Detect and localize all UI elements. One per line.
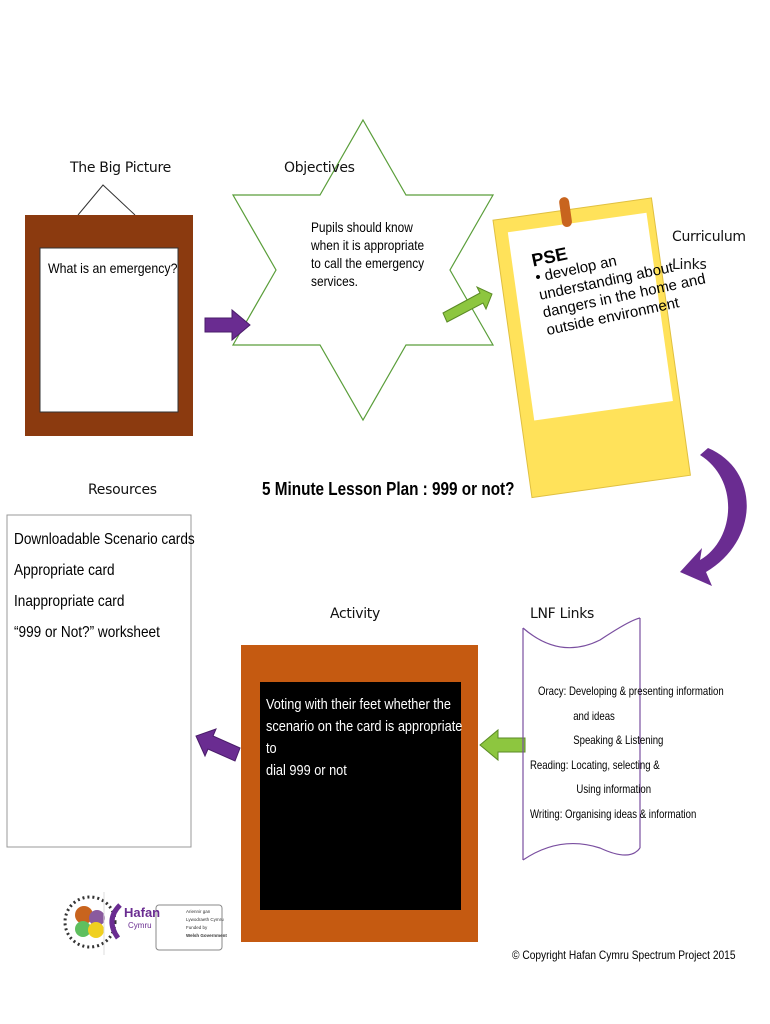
curriculum-note [492, 197, 691, 499]
welsh-gov-line: Ariennir gan [186, 909, 211, 914]
hafan-logo-text: Hafan [124, 905, 161, 920]
objective-line: services. [311, 273, 358, 289]
activity-heading: Activity [330, 606, 380, 622]
big-picture-heading: The Big Picture [70, 160, 171, 176]
cymru-logo-text: Cymru [128, 921, 152, 930]
lnf-scroll [522, 617, 641, 861]
pin-icon [559, 197, 572, 227]
big-picture-canvas [39, 247, 179, 413]
lnf-line: Using information [576, 782, 652, 797]
activity-text: Voting with their feet whether the scena… [266, 694, 470, 782]
spectrum-logo [63, 895, 117, 949]
welsh-gov-text: Ariennir gan Lywodraeth Cymru Funded by … [186, 908, 227, 940]
resource-item[interactable]: “999 or Not?” worksheet [14, 624, 160, 641]
welsh-gov-line: Lywodraeth Cymru [186, 917, 224, 922]
resources-list: Downloadable Scenario cards Appropriate … [14, 524, 195, 648]
hafan-logo-mark [109, 903, 122, 940]
curriculum-heading: Curriculum Links [672, 223, 746, 279]
arrow-right-icon [204, 308, 251, 342]
lnf-text: Oracy: Developing & presenting informati… [530, 679, 724, 827]
curriculum-heading-line: Links [672, 257, 707, 273]
big-picture-text: What is an emergency? [48, 260, 178, 276]
arrow-left-icon [479, 728, 526, 762]
lnf-line: Writing: Organising ideas & information [530, 806, 697, 821]
resource-item[interactable]: Downloadable Scenario cards [14, 531, 195, 548]
frame-hanger [77, 184, 136, 216]
welsh-gov-logo [155, 904, 223, 951]
activity-line: Voting with their feet whether the [266, 696, 451, 713]
objectives-text: Pupils should know when it is appropriat… [311, 218, 439, 290]
page-title: 5 Minute Lesson Plan : 999 or not? [262, 479, 515, 499]
lnf-line: Oracy: Developing & presenting informati… [538, 684, 724, 698]
resources-heading: Resources [88, 482, 157, 498]
lnf-heading: LNF Links [530, 606, 595, 622]
activity-line: scenario on the card is appropriate to [266, 718, 463, 757]
resource-item[interactable]: Inappropriate card [14, 593, 125, 610]
welsh-gov-line: Funded by [186, 925, 208, 930]
copyright: © Copyright Hafan Cymru Spectrum Project… [512, 948, 736, 962]
lnf-line: Reading: Locating, selecting & [530, 757, 660, 772]
welsh-gov-line: Welsh Government [186, 933, 227, 938]
lnf-line: Speaking & Listening [573, 733, 664, 748]
resources-box [6, 514, 192, 848]
objectives-heading: Objectives [284, 160, 355, 176]
activity-board [260, 682, 461, 910]
arrow-right-icon [442, 285, 493, 323]
objective-line: Pupils should know [311, 219, 413, 235]
resource-item[interactable]: Appropriate card [14, 562, 115, 579]
lnf-line: and ideas [573, 708, 615, 723]
objective-line: to call the emergency [311, 255, 425, 271]
arrow-left-icon [195, 728, 241, 762]
curriculum-heading-line: Curriculum [672, 229, 746, 245]
activity-line: dial 999 or not [266, 762, 347, 779]
arrow-curved-icon [680, 448, 747, 586]
objective-line: when it is appropriate [311, 237, 425, 253]
objectives-star [231, 118, 495, 422]
